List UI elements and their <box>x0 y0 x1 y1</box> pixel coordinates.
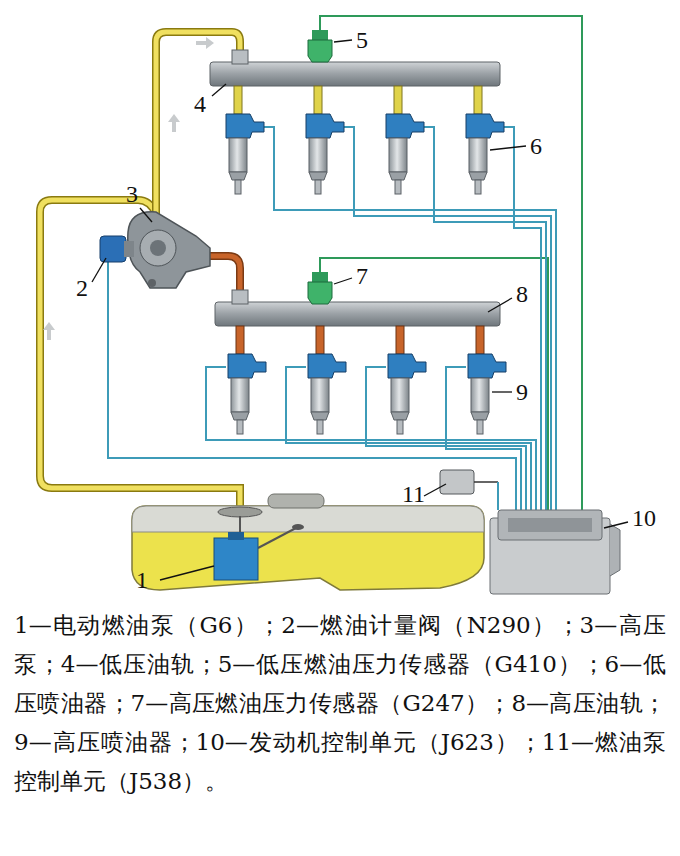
high-pressure-pump <box>128 212 210 288</box>
electric-fuel-pump <box>214 532 258 580</box>
sensor-wire <box>320 16 582 512</box>
injector <box>386 86 424 194</box>
injector <box>468 326 506 434</box>
callout-number: 6 <box>530 134 542 158</box>
injector <box>466 86 504 194</box>
callout-number: 10 <box>632 506 656 530</box>
low-pressure-rail <box>210 62 500 86</box>
callout-number: 4 <box>194 92 206 116</box>
leader-line <box>92 40 628 580</box>
callout-number: 7 <box>356 264 368 288</box>
injector <box>388 326 426 434</box>
signal-wire <box>108 127 556 512</box>
rail-inlet <box>232 50 248 64</box>
callout-number: 2 <box>76 276 88 300</box>
flow-arrow <box>43 37 214 340</box>
injector <box>226 86 264 194</box>
low-pressure-line <box>40 32 240 512</box>
callout-number: 8 <box>516 282 528 306</box>
fuel-system-illustration <box>0 0 680 600</box>
fuel-metering-valve <box>100 236 134 262</box>
callout-number: 9 <box>516 380 528 404</box>
injector <box>306 86 344 194</box>
pressure-sensor <box>308 30 332 304</box>
fuel-tank <box>132 494 484 590</box>
callout-number: 1 <box>136 568 148 592</box>
fuel-pump-control-unit <box>440 470 498 510</box>
engine-control-unit <box>490 510 620 594</box>
injector <box>228 326 266 434</box>
rail-inlet <box>232 290 248 304</box>
figure-caption: 1—电动燃油泵（G6）；2—燃油计量阀（N290）；3—高压泵；4—低压油轨；5… <box>14 606 666 801</box>
callout-number: 3 <box>126 182 138 206</box>
injector <box>308 326 346 434</box>
high-pressure-rail <box>215 302 500 326</box>
callout-number: 5 <box>356 28 368 52</box>
callout-number: 11 <box>402 482 425 506</box>
